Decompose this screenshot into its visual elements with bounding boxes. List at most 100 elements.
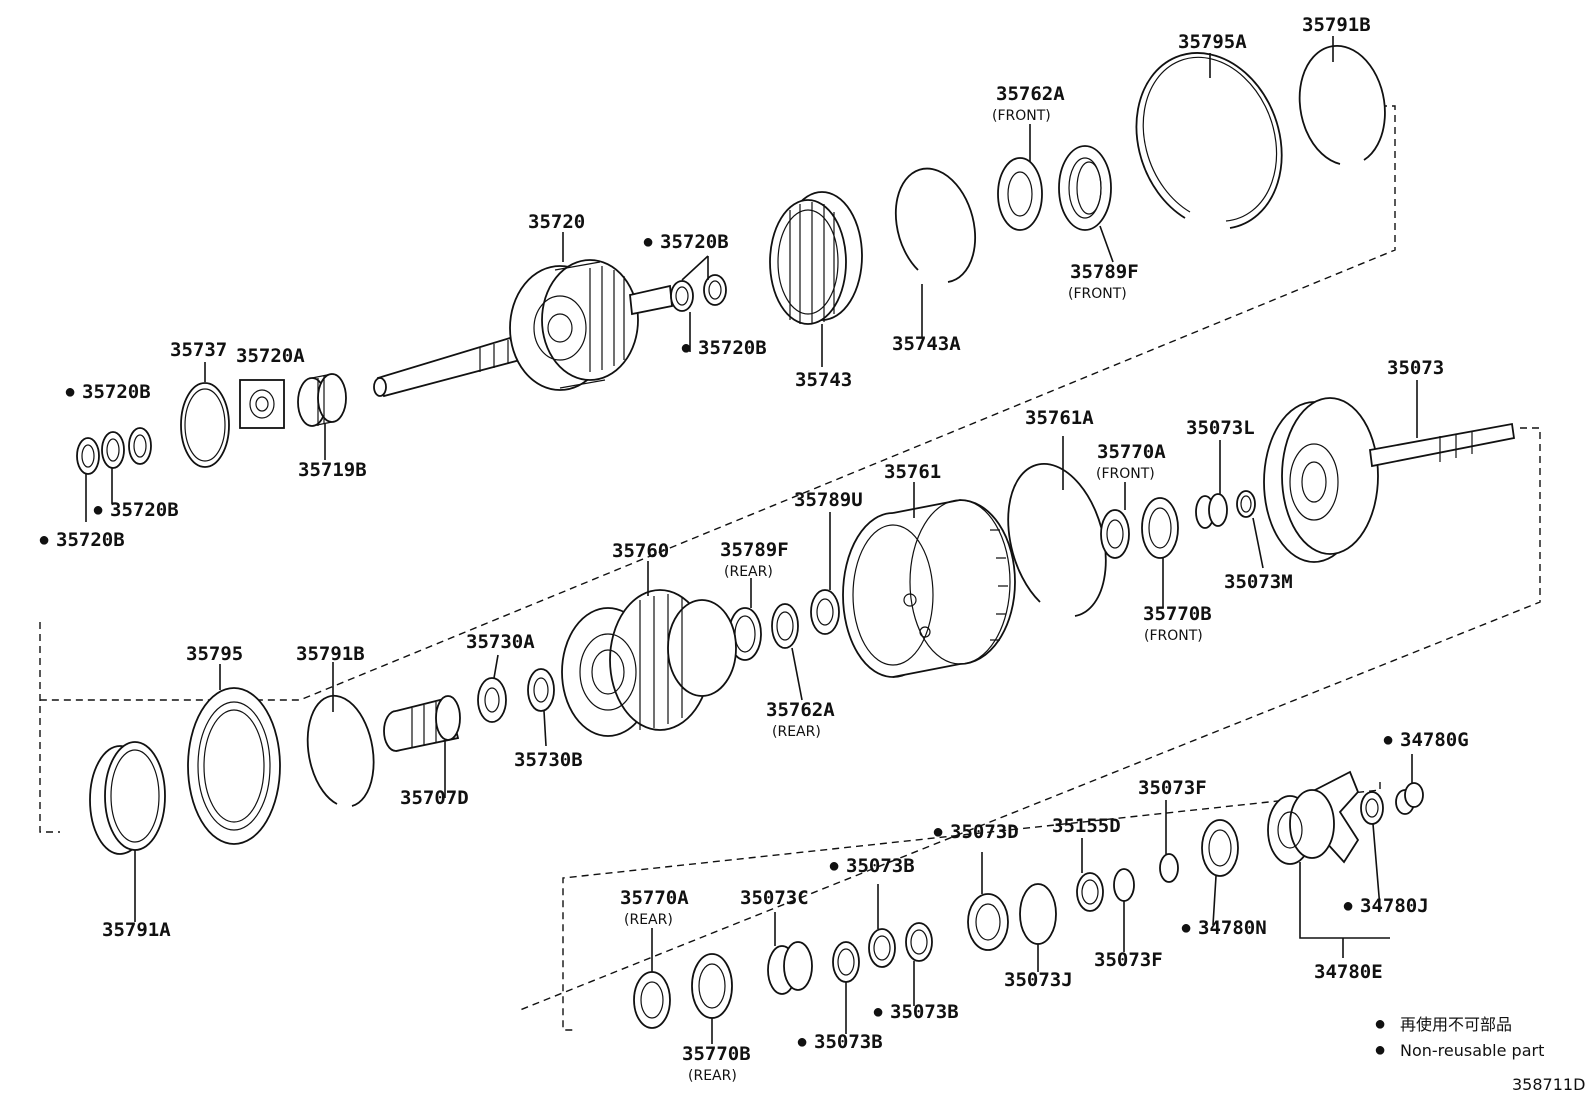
non-reusable-marker: ● [38,529,50,551]
bearing-race-35770a-rear [633,971,671,1029]
ring-gear-35743 [769,191,863,325]
washer-35720b-left-3 [128,427,152,465]
snap-ring-35761a [1007,463,1107,617]
part-note: (FRONT) [992,108,1051,124]
non-reusable-marker: ● [872,1001,884,1023]
washer-35073m [1236,490,1256,518]
snap-ring-35791b-top [1298,45,1386,165]
non-reusable-marker: ● [828,855,840,877]
figure-code: 358711D [1512,1075,1585,1094]
part-label: 35743A [892,333,961,355]
washer-35720b-left-1 [76,437,100,475]
part-label: 35791B [1302,14,1371,36]
bearing-35789f-front [1058,145,1112,231]
washer-35073f-bottom [1113,868,1135,902]
snap-ring-35791b-middle [306,694,375,807]
oil-seal-34780n [1201,819,1239,877]
legend-marker: ● [1374,1039,1386,1061]
part-label: 35761A [1025,407,1094,429]
legend-marker: ● [1374,1013,1386,1035]
thrust-bearing-35730b [527,668,555,712]
part-label: 35073B [890,1001,959,1023]
flange-34780e [1267,770,1360,865]
bearing-race-35770b-rear [691,953,733,1019]
snap-ring-35795a [1135,52,1283,229]
part-label: 35073L [1186,417,1255,439]
part-label: 35155D [1052,815,1121,837]
needle-bearing-35073c [767,941,813,995]
output-shaft-35073 [1263,397,1516,563]
part-note: (REAR) [624,912,673,928]
bearing-35155d [1076,872,1104,912]
part-label: 35073B [814,1031,883,1053]
non-reusable-marker: ● [796,1031,808,1053]
non-reusable-marker: ● [680,337,692,359]
part-note: (REAR) [724,564,773,580]
washer-35073b-2 [868,928,896,968]
thrust-washer-35737 [180,382,230,468]
part-label: 35762A [996,83,1065,105]
needle-bearing-35720a [239,379,285,429]
part-label: 35737 [170,339,227,361]
washer-35720b-left-2 [101,431,125,469]
part-label: 35795 [186,643,243,665]
part-label: 35073F [1138,777,1207,799]
part-label: 35073C [740,887,809,909]
washer-35073b-1 [905,922,933,962]
part-label: 35743 [795,369,852,391]
part-label: 35789U [794,489,863,511]
washer-35789u [810,589,840,635]
legend: ● 再使用不可部品 ● Non-reusable part [1374,1013,1544,1061]
washer-35073b-3 [832,941,860,983]
washer-35730a [477,677,507,723]
part-label: 35073 [1387,357,1444,379]
washer-35073f-top [1159,853,1179,883]
part-label: 35720B [110,499,179,521]
part-label: 34780G [1400,729,1469,751]
part-label: 35719B [298,459,367,481]
part-label: 35795A [1178,31,1247,53]
bearing-race-35770b-front [1141,497,1179,559]
non-reusable-marker: ● [932,821,944,843]
leader-lines [85,36,1418,1044]
part-label: 35720B [82,381,151,403]
part-label: 35760 [612,540,669,562]
clutch-hub-35795 [187,687,281,845]
part-label: 35770A [1097,441,1166,463]
part-label: 35791A [102,919,171,941]
part-label: 35761 [884,461,941,483]
part-label: 35720B [56,529,125,551]
clutch-drum-35761 [842,499,1016,678]
non-reusable-marker: ● [64,381,76,403]
non-reusable-marker: ● [642,231,654,253]
part-label: 34780J [1360,895,1429,917]
part-label: 35720 [528,211,585,233]
part-note: (FRONT) [1068,286,1127,302]
part-label: 34780N [1198,917,1267,939]
part-note: (FRONT) [1096,466,1155,482]
part-label: 35073B [846,855,915,877]
part-label: 35073M [1224,571,1293,593]
part-label: 35073J [1004,969,1073,991]
part-note: (FRONT) [1144,628,1203,644]
washer-35762a-front [997,157,1043,231]
plug-34780g [1395,782,1424,815]
part-label: 35762A [766,699,835,721]
snap-ring-35073j [1019,883,1057,945]
part-label: 35073D [950,821,1019,843]
part-label: 35770A [620,887,689,909]
part-label: 35720B [698,337,767,359]
needle-bearing-35719b [297,373,347,427]
part-label: 35707D [400,787,469,809]
seal-35073d [967,893,1009,951]
bearing-race-35791a [89,741,166,855]
thrust-bearing-35762a-rear [771,603,799,649]
part-label: 35789F [1070,261,1139,283]
non-reusable-marker: ● [1382,729,1394,751]
planetary-carrier-35720 [373,259,673,398]
group-outline-middle [39,427,1541,1011]
part-label: 34780E [1314,961,1383,983]
non-reusable-marker: ● [1342,895,1354,917]
part-label: 35720B [660,231,729,253]
